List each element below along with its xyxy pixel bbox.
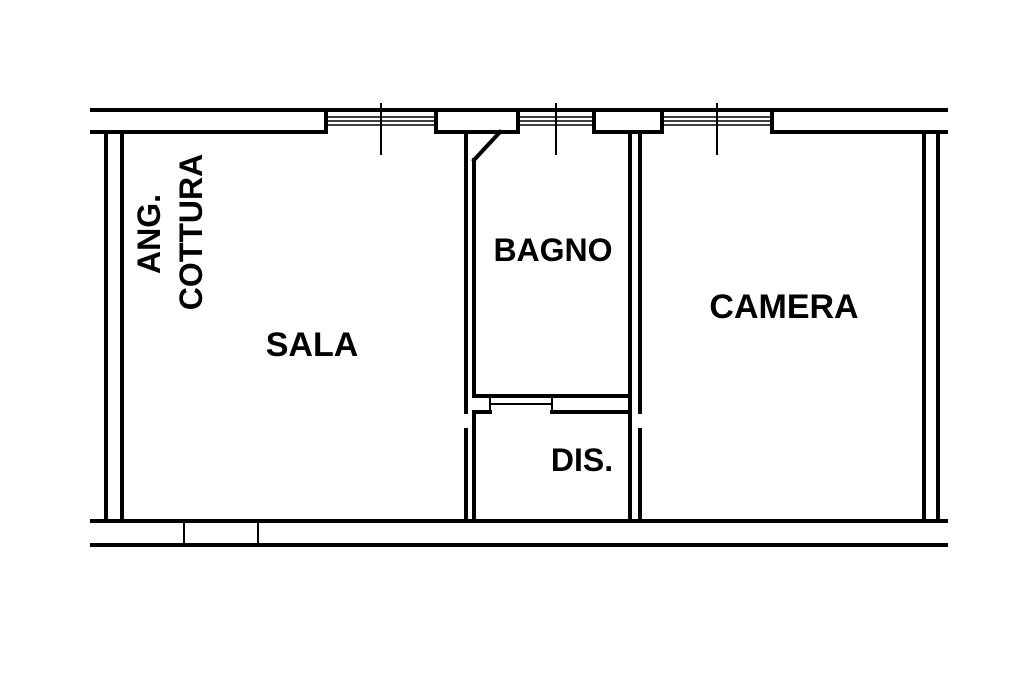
right-wall: [922, 130, 940, 523]
window-sala: [326, 103, 436, 155]
room-label-dis: DIS.: [551, 442, 613, 478]
kitchen-corner-label-line2: COTTURA: [173, 154, 209, 310]
room-label-sala: SALA: [266, 326, 359, 364]
window-bagno: [518, 103, 594, 155]
kitchen-corner-label-line1: ANG.: [131, 194, 167, 274]
sala-bagno-partition: [464, 129, 503, 523]
bagno-dis-partition: [472, 394, 632, 414]
room-label-camera: CAMERA: [709, 288, 858, 326]
room-label-bagno: BAGNO: [493, 232, 612, 268]
left-wall: [104, 130, 124, 523]
bagno-camera-partition: [628, 130, 642, 523]
bottom-exterior-wall: [90, 519, 948, 547]
top-exterior-wall: [90, 108, 948, 134]
window-camera: [662, 103, 772, 155]
